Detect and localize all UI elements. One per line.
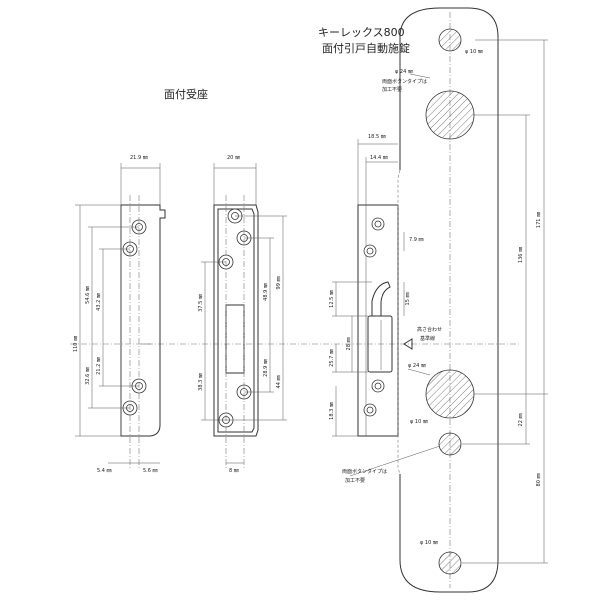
plate-hole-large-top-label: φ 24 ㎜ xyxy=(395,69,413,75)
plate-hole-mid-small xyxy=(438,432,462,456)
plate-hole-mid-small-label: φ 10 ㎜ xyxy=(410,419,428,425)
strike-side-28-9-label: 28.9 ㎜ xyxy=(263,359,269,377)
lock-15-label: 15 ㎜ xyxy=(405,293,411,306)
plate-hole-top-large xyxy=(425,90,475,140)
latch-hook xyxy=(371,281,391,317)
strike-side-view: 20 ㎜ 37.5 ㎜ 38.3 ㎜ 48.9 ㎜ 99 ㎜ 28.9 ㎜ 44… xyxy=(198,155,287,474)
strike-front-5-4-label: 5.4 ㎜ xyxy=(97,468,112,474)
align-note-1: 高さ合わせ xyxy=(417,326,442,333)
strike-side-slot xyxy=(225,304,245,374)
strike-side-37-5-label: 37.5 ㎜ xyxy=(198,294,204,312)
plate-hole-large-mid-label: φ 24 ㎜ xyxy=(408,363,426,369)
plate-note-top-1: 両面ボタンタイプは xyxy=(382,78,427,85)
lock-25-7-label: 25.7 ㎜ xyxy=(329,349,335,367)
lock-18-5-label: 18.5 ㎜ xyxy=(368,134,386,140)
product-subtitle: 面付引戸自動施錠 xyxy=(322,41,410,55)
plate-hole-mid-large xyxy=(425,369,475,419)
lock-body-profile: 高さ合わせ 基準線 18.5 ㎜ 14.4 ㎜ 7.9 ㎜ 15 ㎜ 12.5 … xyxy=(329,134,442,437)
plate-hole-top-small xyxy=(438,28,462,52)
plate-note-mid-2: 加工不要 xyxy=(345,477,365,484)
lock-12-5-label: 12.5 ㎜ xyxy=(329,290,335,308)
latch-body xyxy=(367,315,393,373)
lock-hole-3 xyxy=(371,379,385,393)
plate-hole-bottom-small xyxy=(438,551,462,575)
plate-80-label: 80 ㎜ xyxy=(536,474,542,487)
part-label: 面付受座 xyxy=(164,87,208,101)
plate-note-top-2: 加工不要 xyxy=(382,86,402,93)
strike-front-21-2-label: 21.2 ㎜ xyxy=(96,357,102,375)
strike-front-5-6-label: 5.6 ㎜ xyxy=(143,468,158,474)
plate-hole-top-label: φ 10 ㎜ xyxy=(465,49,483,55)
lock-14-4-label: 14.4 ㎜ xyxy=(370,155,388,161)
align-note-2: 基準線 xyxy=(420,335,435,342)
plate-note-mid-1: 両面ボタンタイプは xyxy=(342,468,387,475)
reference-arrow xyxy=(403,338,413,350)
lock-7-9-label: 7.9 ㎜ xyxy=(409,237,424,243)
strike-front-54-6-label: 54.6 ㎜ xyxy=(85,286,91,304)
strike-front-width-label: 21.9 ㎜ xyxy=(130,155,148,161)
strike-side-38-3-label: 38.3 ㎜ xyxy=(198,373,204,391)
strike-side-44-label: 44 ㎜ xyxy=(276,376,282,389)
strike-side-48-9-label: 48.9 ㎜ xyxy=(263,283,269,301)
strike-front-32-6-label: 32.6 ㎜ xyxy=(85,367,91,385)
lock-28-label: 28 ㎜ xyxy=(346,338,352,351)
strike-side-width-label: 20 ㎜ xyxy=(227,155,240,161)
plate-136-label: 136 ㎜ xyxy=(518,247,524,263)
lock-hole-4 xyxy=(363,403,377,417)
strike-side-99-label: 99 ㎜ xyxy=(276,277,282,290)
lock-hole-2 xyxy=(363,244,377,258)
lock-18-3-label: 18.3 ㎜ xyxy=(329,402,335,420)
plate-171-label: 171 ㎜ xyxy=(536,212,542,228)
strike-front-view: 21.9 ㎜ 110 ㎜ 54.6 ㎜ 43.2 ㎜ 21.2 ㎜ 32.6 ㎜… xyxy=(73,155,166,474)
strike-front-110-label: 110 ㎜ xyxy=(73,336,79,352)
strike-side-8-label: 8 ㎜ xyxy=(229,468,239,474)
strike-front-43-2-label: 43.2 ㎜ xyxy=(96,293,102,311)
plate-22-label: 22 ㎜ xyxy=(518,414,524,427)
plate-hole-bottom-label: φ 10 ㎜ xyxy=(420,540,438,546)
escutcheon-plate: φ 10 ㎜ φ 24 ㎜ 両面ボタンタイプは 加工不要 φ 24 ㎜ φ 10… xyxy=(342,7,548,593)
lock-hole-1 xyxy=(371,217,385,231)
product-title: キーレックス800 xyxy=(318,26,405,39)
